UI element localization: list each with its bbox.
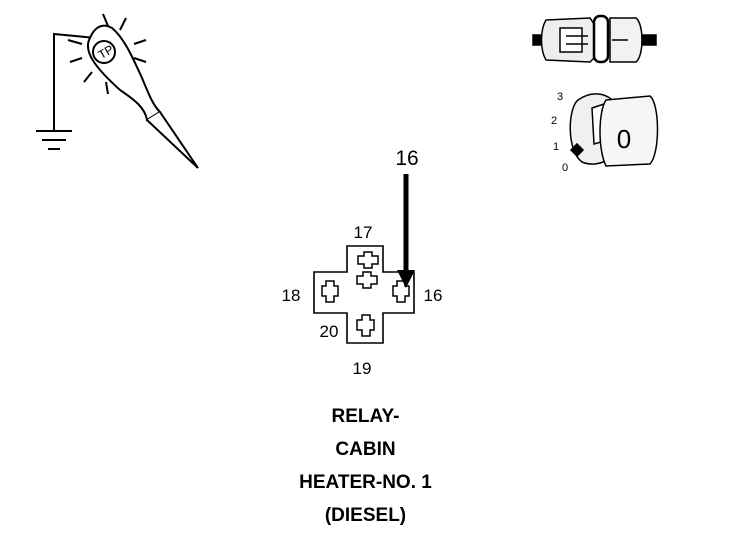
key-position-0: 0 — [562, 162, 568, 174]
center-terminal-cavity — [356, 271, 378, 289]
relay-connector-face — [313, 245, 415, 344]
ignition-key-label: 0 — [617, 124, 631, 154]
terminal-20-cavity — [356, 314, 375, 337]
caption-line-3: HEATER-NO. 1 — [299, 472, 432, 493]
terminal-label-20: 20 — [320, 322, 339, 341]
caption-line-2: CABIN — [335, 439, 396, 460]
terminal-label-16: 16 — [424, 286, 443, 305]
terminal-label-19: 19 — [353, 359, 372, 378]
disconnected-connector-icon — [532, 14, 657, 64]
svg-text:TP: TP — [96, 42, 116, 62]
caption-line-1: RELAY- — [331, 406, 400, 427]
key-position-1: 1 — [553, 141, 559, 153]
terminal-label-17: 17 — [354, 223, 373, 242]
key-position-2: 2 — [551, 115, 557, 127]
ignition-key-icon: 0 3 2 1 0 — [551, 91, 659, 174]
probe-arrow — [397, 174, 415, 288]
arrow-terminal-label: 16 — [395, 147, 418, 170]
component-caption: RELAY- CABIN HEATER-NO. 1 (DIESEL) — [0, 400, 731, 532]
terminal-18-cavity — [321, 280, 339, 303]
terminal-label-18: 18 — [282, 286, 301, 305]
caption-line-4: (DIESEL) — [324, 505, 407, 526]
test-light-probe-icon: TP — [36, 13, 199, 169]
terminal-17-cavity — [357, 251, 379, 269]
key-position-3: 3 — [557, 91, 563, 103]
terminal-16-cavity — [392, 280, 410, 303]
